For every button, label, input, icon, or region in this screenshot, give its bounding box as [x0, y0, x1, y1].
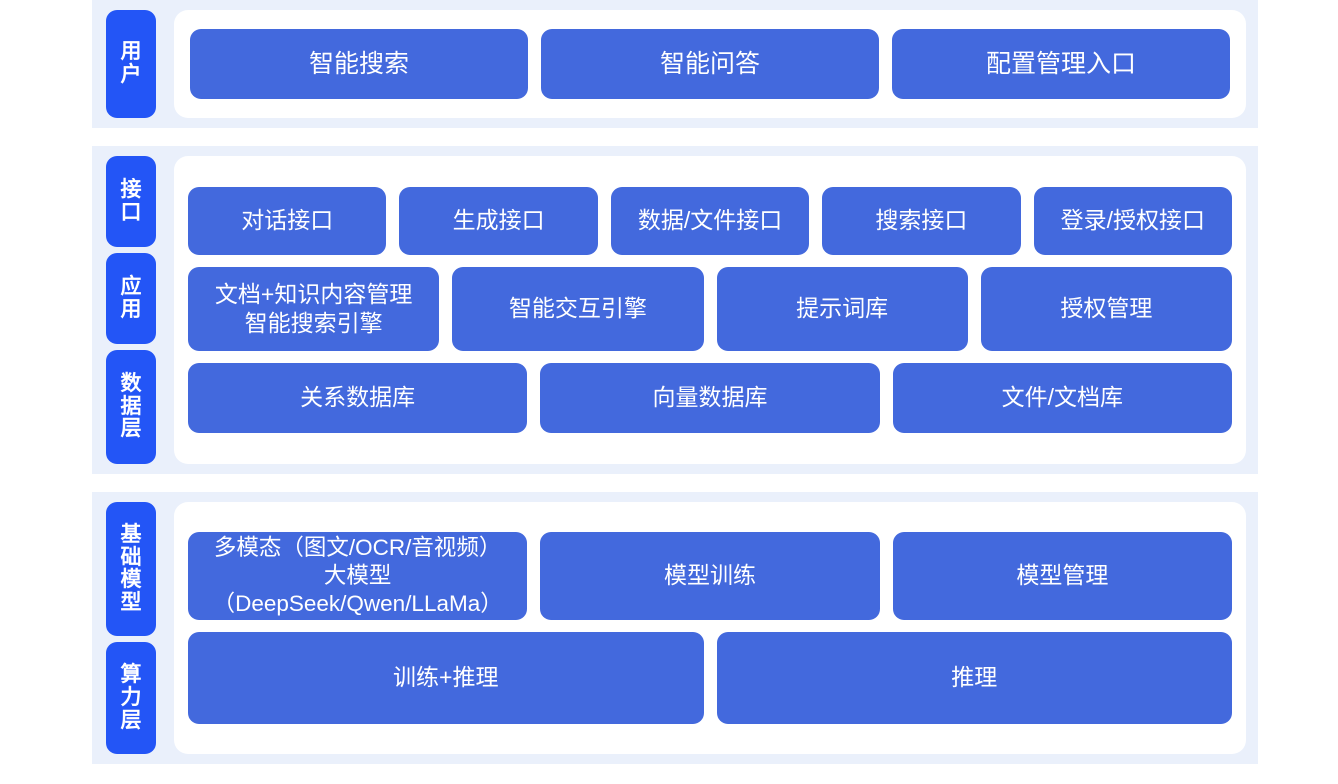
node-label: 模型训练	[663, 562, 756, 589]
node-label-line1: 文档+知识内容管理	[214, 280, 413, 307]
node-generation-api[interactable]: 生成接口	[399, 187, 598, 255]
node-search-api[interactable]: 搜索接口	[822, 187, 1021, 255]
node-relational-database[interactable]: 关系数据库	[188, 363, 528, 433]
layer-chip-char: 户	[120, 63, 142, 86]
node-label: 智能问答	[659, 50, 760, 78]
node-data-file-api[interactable]: 数据/文件接口	[610, 187, 810, 255]
layer-chip-char: 层	[120, 417, 142, 441]
layer-chip-char: 础	[120, 545, 142, 569]
node-label: 登录/授权接口	[1060, 207, 1206, 234]
layer-label-column-user: 用 户	[92, 0, 166, 128]
layer-chip-char: 口	[120, 200, 142, 224]
node-multimodal-large-model[interactable]: 多模态（图文/OCR/音视频） 大模型（DeepSeek/Qwen/LLaMa）	[188, 532, 528, 620]
node-label: 向量数据库	[652, 384, 768, 411]
node-smart-interaction-engine[interactable]: 智能交互引擎	[452, 267, 704, 351]
section-user-layer: 用 户 智能搜索 智能问答 配置管理入口	[92, 0, 1258, 128]
layer-chip-user[interactable]: 用 户	[106, 10, 156, 118]
layer-label-column-infra: 基 础 模 型 算 力 层	[92, 492, 166, 764]
node-label: 数据/文件接口	[637, 207, 783, 234]
node-label: 文件/文档库	[1001, 384, 1124, 411]
node-smart-search[interactable]: 智能搜索	[190, 29, 528, 99]
layer-chip-char: 用	[120, 40, 142, 64]
node-label-line2: 智能搜索引擎	[244, 310, 383, 336]
layer-chip-application[interactable]: 应 用	[106, 253, 156, 345]
panel-infrastructure-layers: 多模态（图文/OCR/音视频） 大模型（DeepSeek/Qwen/LLaMa）…	[174, 502, 1246, 754]
node-login-auth-api[interactable]: 登录/授权接口	[1033, 187, 1233, 255]
node-document-knowledge-management[interactable]: 文档+知识内容管理 智能搜索引擎	[188, 267, 440, 351]
node-label: 模型管理	[1016, 562, 1109, 589]
node-inference[interactable]: 推理	[716, 632, 1232, 724]
layer-chip-char: 算	[120, 663, 142, 687]
layer-chip-char: 接	[120, 177, 142, 201]
layer-chip-char: 据	[120, 394, 142, 418]
node-label: 关系数据库	[300, 384, 416, 411]
layer-chip-foundation-model[interactable]: 基 础 模 型	[106, 502, 156, 637]
panel-core-layers: 对话接口 生成接口 数据/文件接口 搜索接口 登录/授权接口 文档+知识内容管理	[174, 156, 1246, 464]
layer-chip-char: 型	[120, 590, 142, 614]
layer-chip-char: 力	[120, 685, 142, 709]
node-label: 授权管理	[1060, 295, 1153, 322]
node-dialog-api[interactable]: 对话接口	[188, 187, 387, 255]
row-user-entries: 智能搜索 智能问答 配置管理入口	[190, 29, 1230, 99]
layer-chip-char: 模	[120, 568, 142, 592]
panel-user-layer: 智能搜索 智能问答 配置管理入口	[174, 10, 1246, 118]
node-prompt-library[interactable]: 提示词库	[716, 267, 968, 351]
node-training-and-inference[interactable]: 训练+推理	[188, 632, 704, 724]
node-label: 智能交互引擎	[508, 295, 647, 322]
node-smart-qa[interactable]: 智能问答	[541, 29, 879, 99]
layer-chip-interface[interactable]: 接 口	[106, 156, 156, 248]
layer-chip-char: 层	[120, 708, 142, 732]
node-label: 提示词库	[796, 295, 889, 322]
row-compute-layer: 训练+推理 推理	[188, 632, 1232, 724]
node-label: 训练+推理	[393, 664, 499, 691]
node-label: 对话接口	[241, 207, 334, 234]
row-application: 文档+知识内容管理 智能搜索引擎 智能交互引擎 提示词库 授权管理	[188, 267, 1232, 351]
node-label: 推理	[951, 664, 998, 691]
node-model-management[interactable]: 模型管理	[892, 532, 1232, 620]
node-label: 搜索接口	[875, 207, 968, 234]
node-label-line1: 多模态（图文/OCR/音视频）	[213, 535, 502, 561]
node-label: 配置管理入口	[985, 50, 1136, 78]
section-core-layers: 接 口 应 用 数 据 层 对话接口 生成接口	[92, 146, 1258, 474]
node-file-document-store[interactable]: 文件/文档库	[892, 363, 1232, 433]
node-vector-database[interactable]: 向量数据库	[540, 363, 880, 433]
layer-chip-char: 应	[120, 274, 142, 298]
row-data-layer: 关系数据库 向量数据库 文件/文档库	[188, 363, 1232, 433]
node-label: 智能搜索	[308, 50, 409, 78]
row-interface: 对话接口 生成接口 数据/文件接口 搜索接口 登录/授权接口	[188, 187, 1233, 255]
node-model-training[interactable]: 模型训练	[540, 532, 880, 620]
layer-chip-char: 用	[120, 297, 142, 321]
layer-chip-char: 数	[120, 372, 142, 396]
layer-chip-data[interactable]: 数 据 层	[106, 350, 156, 464]
node-authorization-management[interactable]: 授权管理	[980, 267, 1232, 351]
node-config-management-entry[interactable]: 配置管理入口	[892, 29, 1230, 99]
layer-chip-compute[interactable]: 算 力 层	[106, 642, 156, 755]
layer-chip-char: 基	[120, 522, 142, 546]
node-label-line2: 大模型（DeepSeek/Qwen/LLaMa）	[212, 563, 503, 616]
layer-label-column-core: 接 口 应 用 数 据 层	[92, 146, 166, 474]
row-foundation-model: 多模态（图文/OCR/音视频） 大模型（DeepSeek/Qwen/LLaMa）…	[188, 532, 1232, 620]
section-infrastructure-layers: 基 础 模 型 算 力 层 多模态（图文/OCR/音视频） 大模型（DeepSe…	[92, 492, 1258, 764]
node-label: 生成接口	[452, 207, 545, 234]
